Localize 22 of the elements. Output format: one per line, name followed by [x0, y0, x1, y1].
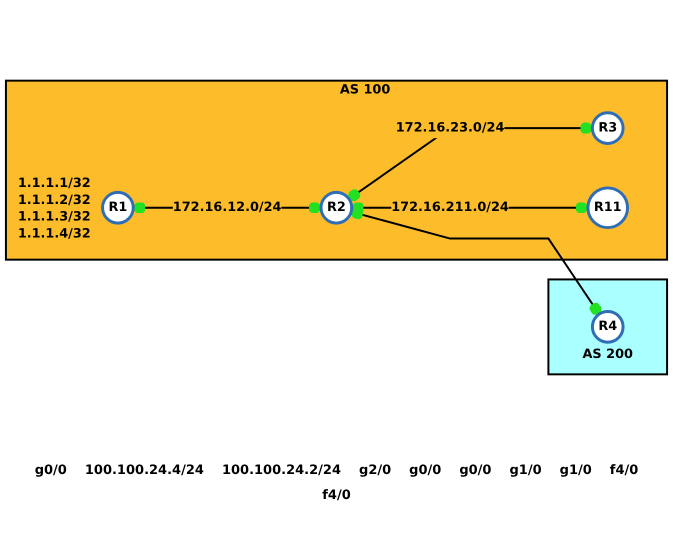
address-label: 1.1.1.1/32	[18, 176, 91, 191]
interface-label: f4/0	[321, 487, 352, 505]
edge-label: 172.16.211.0/24	[391, 200, 509, 215]
interface-label: g0/0	[408, 462, 442, 480]
ip-address-label: 100.100.24.4/24	[84, 462, 205, 480]
address-label: 1.1.1.3/32	[18, 210, 91, 225]
node-circle: R3	[590, 111, 625, 145]
interface-label: f4/0	[608, 462, 640, 480]
interface-label: g0/0	[458, 462, 492, 480]
node-circle: R11	[586, 186, 630, 230]
edge-label: 172.16.12.0/24	[172, 200, 282, 215]
interface-label: g1/0	[558, 462, 593, 480]
node-circle: R1	[101, 190, 135, 225]
edge-label: 172.16.23.0/24	[396, 120, 504, 136]
address-label: 1.1.1.2/32	[18, 192, 91, 208]
interface-label: g1/0	[508, 462, 543, 480]
node-circle: R2	[320, 190, 354, 225]
ip-address-label: 100.100.24.2/24	[220, 462, 342, 480]
node-circle: R4	[590, 310, 625, 344]
interface-label: g0/0	[34, 462, 68, 480]
interface-label: g2/0	[358, 462, 392, 480]
address-label: 1.1.1.4/32	[18, 226, 91, 242]
